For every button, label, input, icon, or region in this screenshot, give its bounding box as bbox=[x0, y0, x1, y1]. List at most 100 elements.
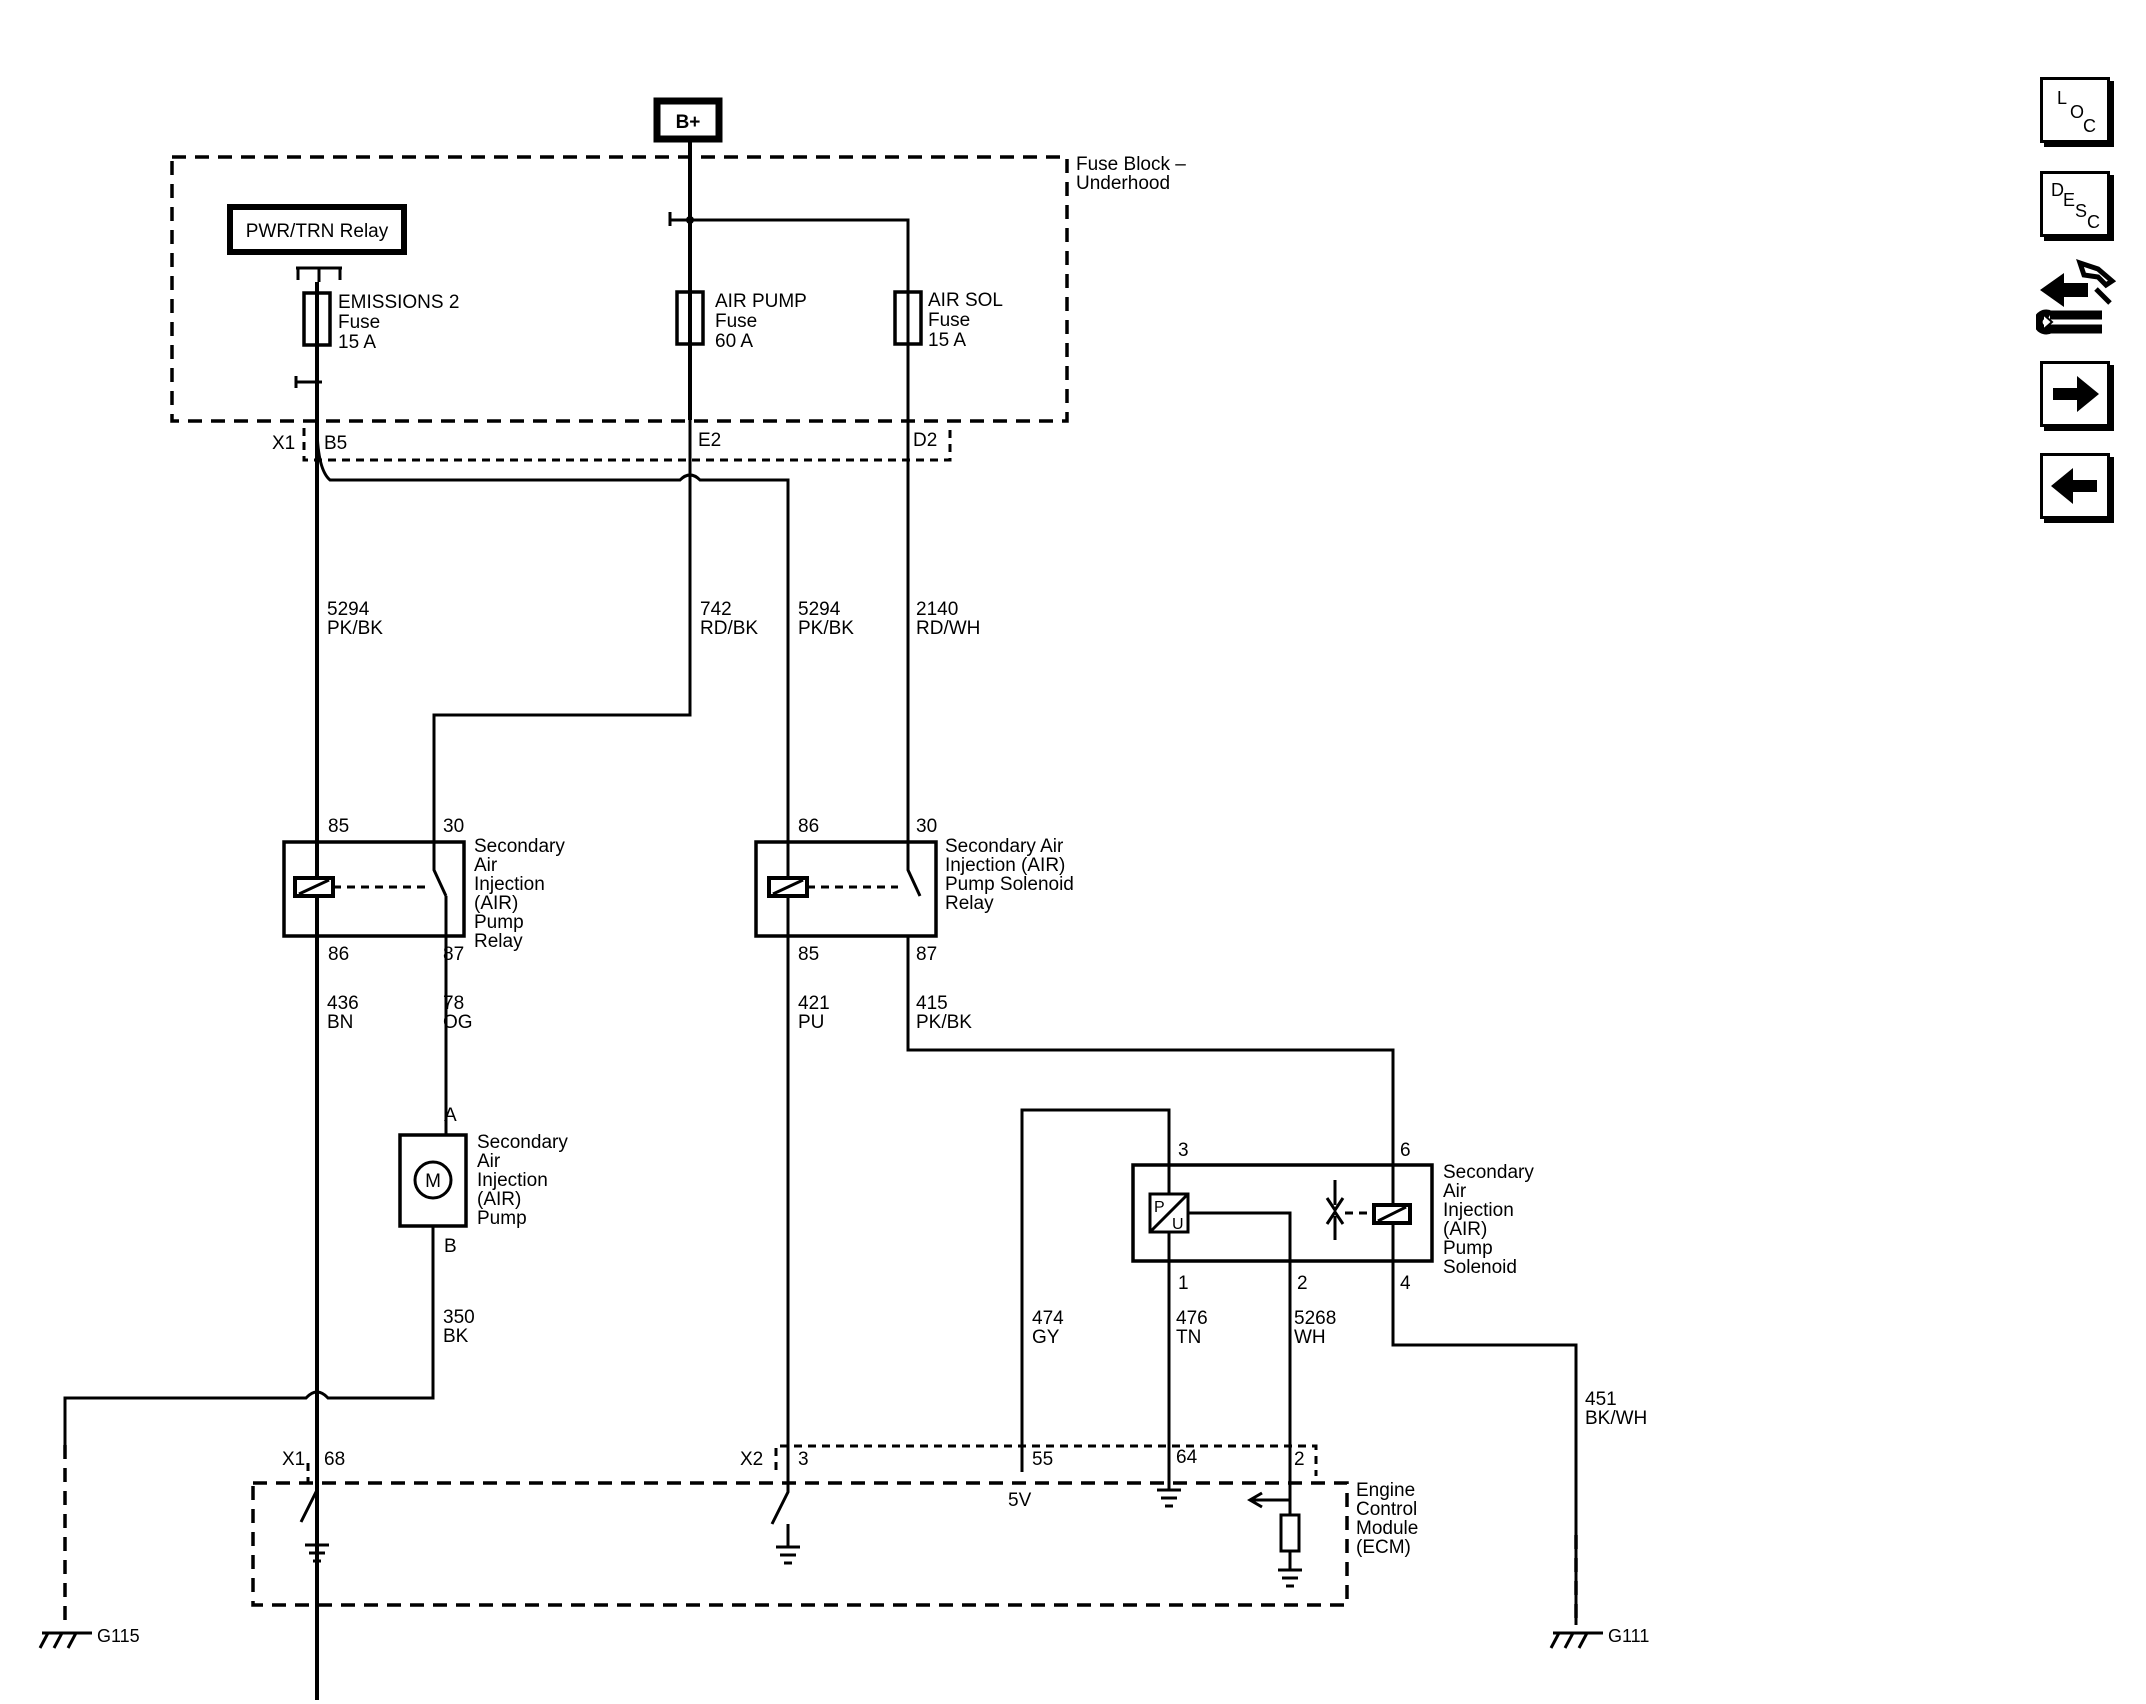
wire-415-circuit: 415 bbox=[916, 993, 948, 1014]
fuse-rating: 15 A bbox=[928, 330, 966, 351]
wire-78-circuit: 78 bbox=[443, 993, 464, 1014]
fuse-block-outline bbox=[170, 155, 1069, 423]
location-button[interactable]: L O C bbox=[2040, 77, 2110, 143]
wire-5294-circuit: 5294 bbox=[798, 599, 841, 620]
svg-text:(AIR): (AIR) bbox=[1443, 1219, 1487, 1240]
fuse-air-pump: AIR PUMP Fuse 60 A bbox=[675, 290, 807, 352]
svg-text:Control: Control bbox=[1356, 1499, 1417, 1520]
svg-text:(ECM): (ECM) bbox=[1356, 1537, 1411, 1558]
fuse-rating: 15 A bbox=[338, 332, 376, 353]
svg-text:Relay: Relay bbox=[945, 893, 994, 914]
arrow-right-icon bbox=[2053, 376, 2099, 412]
connector-wrench-icon bbox=[2033, 259, 2117, 335]
wire-350-color: BK bbox=[443, 1326, 469, 1347]
ground-g115-label: G115 bbox=[97, 1626, 140, 1646]
wire-78-color: OG bbox=[443, 1012, 473, 1033]
pin-2: 2 bbox=[1294, 1449, 1305, 1470]
wire-2140-circuit: 2140 bbox=[916, 599, 958, 620]
svg-text:Injection (AIR): Injection (AIR) bbox=[945, 855, 1065, 876]
svg-text:L: L bbox=[2057, 88, 2067, 108]
connector-x2-label: X2 bbox=[740, 1449, 763, 1470]
pin-87: 87 bbox=[443, 944, 464, 965]
pin-1: 1 bbox=[1178, 1273, 1189, 1294]
air-pump-motor: M A B bbox=[398, 1105, 468, 1257]
ecm-5v-label: 5V bbox=[1008, 1490, 1032, 1511]
connector-x1-label: X1 bbox=[282, 1449, 305, 1470]
svg-text:Engine: Engine bbox=[1356, 1480, 1415, 1501]
ecm-label: Engine Control Module (ECM) bbox=[1356, 1480, 1418, 1558]
pin-3: 3 bbox=[798, 1449, 809, 1470]
fuse-emissions-2: EMISSIONS 2 Fuse 15 A bbox=[302, 282, 459, 420]
description-button[interactable]: D E S C bbox=[2040, 171, 2110, 237]
pin-55: 55 bbox=[1032, 1449, 1053, 1470]
svg-text:(AIR): (AIR) bbox=[474, 893, 518, 914]
air-solenoid-relay-label: Secondary Air Injection (AIR) Pump Solen… bbox=[945, 836, 1074, 914]
wire-5268-color: WH bbox=[1294, 1327, 1326, 1348]
svg-text:Injection: Injection bbox=[477, 1170, 548, 1191]
ecm-ground-64 bbox=[1157, 1488, 1181, 1508]
air-pump-solenoid-label: Secondary Air Injection (AIR) Pump Solen… bbox=[1443, 1162, 1534, 1278]
air-pump-relay-label: Secondary Air Injection (AIR) Pump Relay bbox=[474, 836, 565, 952]
wire-742-color: RD/BK bbox=[700, 618, 758, 639]
svg-text:Air: Air bbox=[477, 1151, 501, 1172]
ground-g115: G115 bbox=[38, 1626, 140, 1649]
fuse-block-title: Fuse Block – bbox=[1076, 154, 1186, 175]
pin-d2: D2 bbox=[913, 430, 937, 451]
svg-text:Secondary: Secondary bbox=[1443, 1162, 1534, 1183]
svg-text:S: S bbox=[2075, 201, 2087, 221]
fuse-block-subtitle: Underhood bbox=[1076, 173, 1170, 194]
wire-436-circuit: 436 bbox=[327, 993, 359, 1014]
svg-text:E: E bbox=[2063, 190, 2075, 210]
wire-5268-circuit: 5268 bbox=[1294, 1308, 1336, 1329]
wire-476-circuit: 476 bbox=[1176, 1308, 1208, 1329]
air-solenoid-relay: 86 30 85 87 bbox=[754, 816, 938, 965]
pin-e2: E2 bbox=[698, 430, 721, 451]
previous-button[interactable] bbox=[2040, 453, 2110, 519]
pin-86: 86 bbox=[798, 816, 819, 837]
wire-476-color: TN bbox=[1176, 1327, 1201, 1348]
pin-30: 30 bbox=[916, 816, 937, 837]
ecm-outline bbox=[251, 1481, 1349, 1607]
battery-positive-source: B+ bbox=[653, 97, 723, 143]
air-pump-solenoid: P U 3 6 1 2 4 bbox=[1131, 1140, 1434, 1300]
connector-end-view-button[interactable] bbox=[2033, 255, 2117, 341]
pin-b: B bbox=[444, 1236, 457, 1257]
arrow-left-icon bbox=[2051, 468, 2097, 504]
pin-86: 86 bbox=[328, 944, 349, 965]
pressure-sensor-p: P bbox=[1154, 1199, 1165, 1216]
description-icon: D E S C bbox=[2051, 180, 2100, 232]
pin-2: 2 bbox=[1297, 1273, 1308, 1294]
wire-350-circuit: 350 bbox=[443, 1307, 475, 1328]
svg-text:Secondary Air: Secondary Air bbox=[945, 836, 1064, 857]
svg-text:Relay: Relay bbox=[474, 931, 523, 952]
fuse-name: AIR PUMP bbox=[715, 291, 807, 312]
motor-symbol: M bbox=[425, 1171, 441, 1192]
pin-64: 64 bbox=[1176, 1447, 1198, 1468]
svg-text:(AIR): (AIR) bbox=[477, 1189, 521, 1210]
svg-text:Solenoid: Solenoid bbox=[1443, 1257, 1517, 1278]
svg-text:C: C bbox=[2087, 212, 2100, 232]
pin-6: 6 bbox=[1400, 1140, 1411, 1161]
connector-x1-label: X1 bbox=[272, 433, 295, 454]
svg-text:Pump: Pump bbox=[1443, 1238, 1493, 1259]
svg-text:Pump: Pump bbox=[474, 912, 524, 933]
pin-85: 85 bbox=[328, 816, 349, 837]
svg-text:Secondary: Secondary bbox=[477, 1132, 568, 1153]
air-pump-relay: 85 30 86 87 bbox=[282, 816, 466, 965]
fuse-air-sol: AIR SOL Fuse 15 A bbox=[893, 290, 1003, 351]
fuse-rating: 60 A bbox=[715, 331, 753, 352]
pin-30: 30 bbox=[443, 816, 464, 837]
pin-3: 3 bbox=[1178, 1140, 1189, 1161]
battery-positive-label: B+ bbox=[676, 112, 701, 133]
wire-451-circuit: 451 bbox=[1585, 1389, 1617, 1410]
pressure-sensor-u: U bbox=[1172, 1216, 1184, 1233]
next-button[interactable] bbox=[2040, 361, 2110, 427]
ecm-input-2 bbox=[1247, 1490, 1302, 1588]
fuse-type: Fuse bbox=[928, 310, 970, 331]
svg-text:O: O bbox=[2070, 102, 2084, 122]
svg-text:Air: Air bbox=[1443, 1181, 1467, 1202]
wire-5294-color: PK/BK bbox=[798, 618, 854, 639]
svg-text:Pump: Pump bbox=[477, 1208, 527, 1229]
svg-text:Pump Solenoid: Pump Solenoid bbox=[945, 874, 1074, 895]
